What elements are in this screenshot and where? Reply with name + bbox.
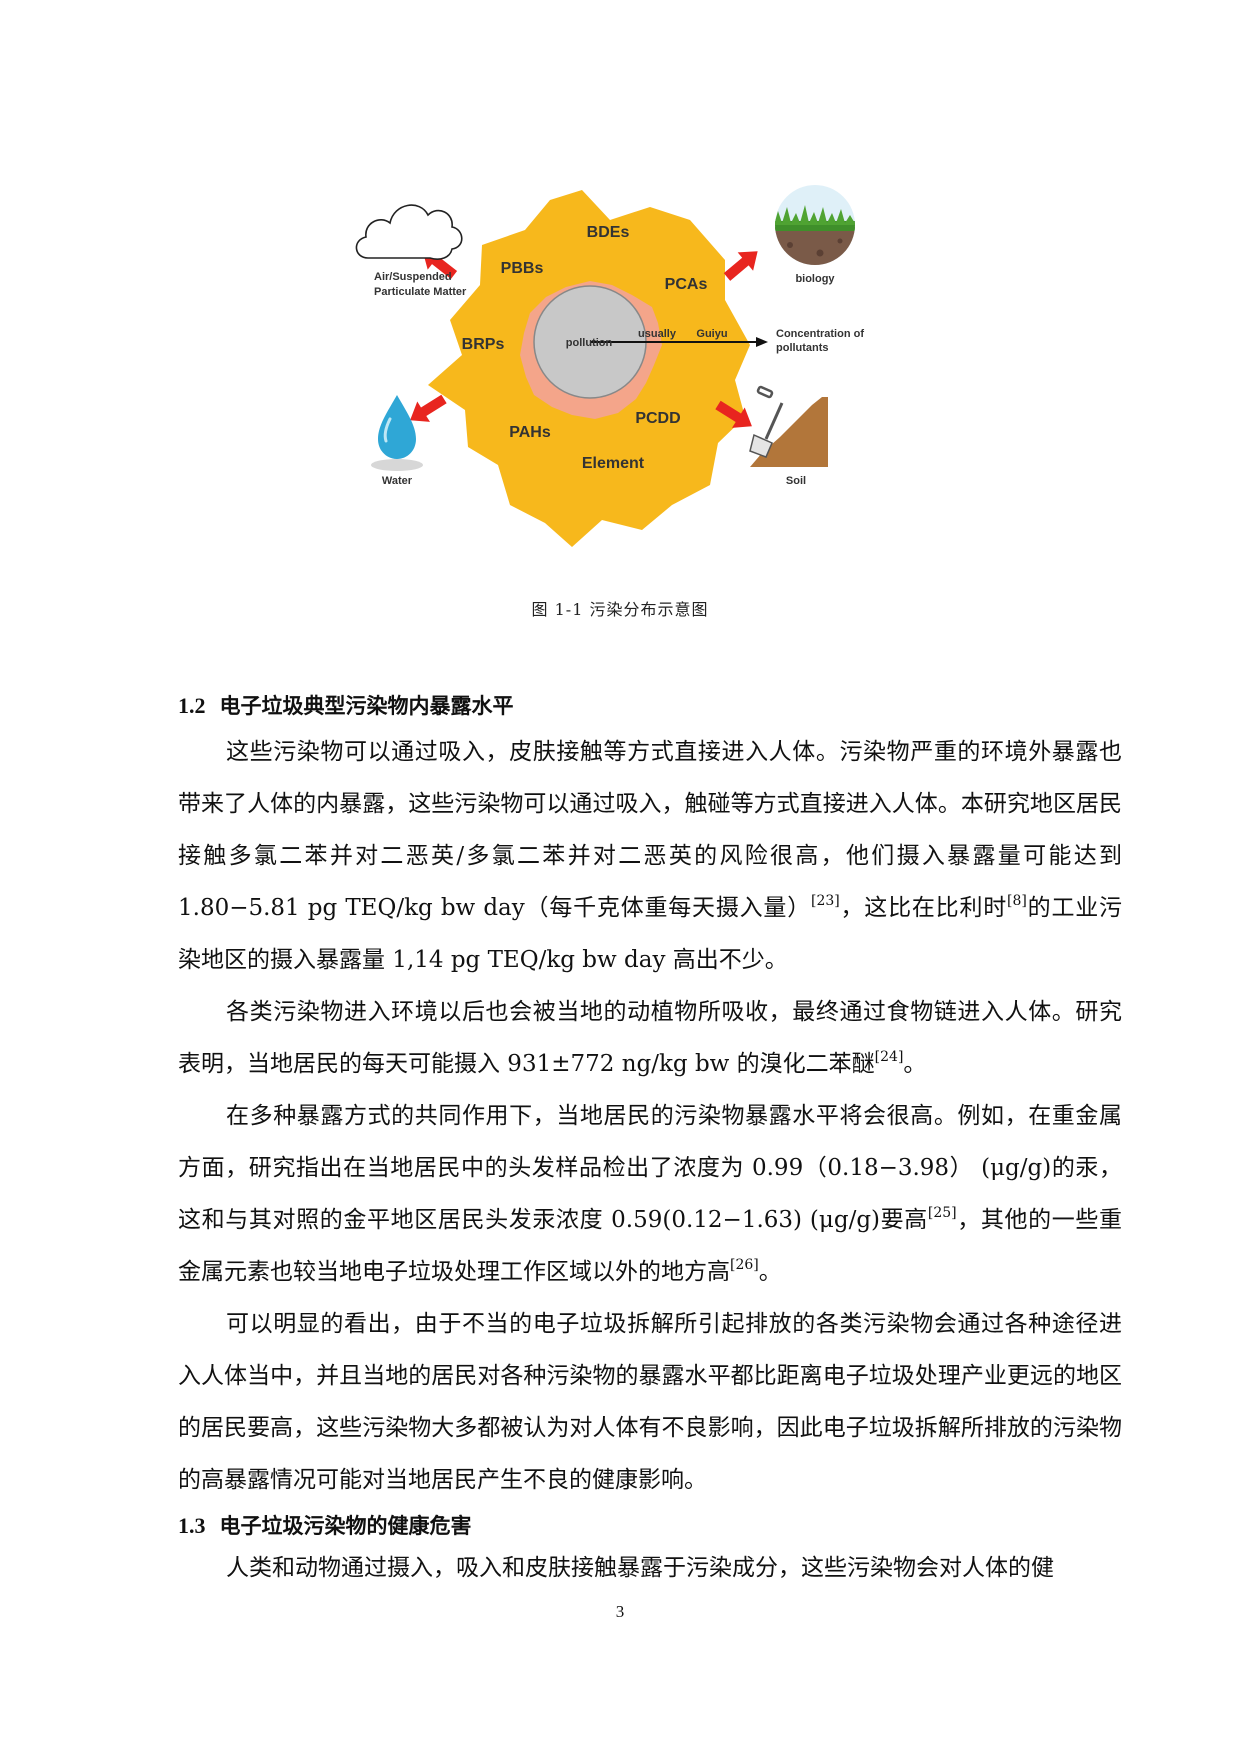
paragraph-text: 这些污染物可以通过吸入，皮肤接触等方式直接进入人体。污染物严重的环境外暴露也带来… bbox=[178, 739, 1122, 921]
label-concentration-1: Concentration of bbox=[776, 328, 864, 340]
section-1-2-heading: 1.2 电子垃圾典型污染物内暴露水平 bbox=[178, 690, 514, 720]
paragraph-text: 各类污染物进入环境以后也会被当地的动植物所吸收，最终通过食物链进入人体。研究表明… bbox=[178, 999, 1122, 1077]
paragraph-text: 。 bbox=[903, 1051, 927, 1077]
paragraph-text: ，这比在比利时 bbox=[839, 895, 1008, 921]
paragraph-3: 在多种暴露方式的共同作用下，当地居民的污染物暴露水平将会很高。例如，在重金属方面… bbox=[178, 1090, 1122, 1298]
arrow-to-biology-icon bbox=[723, 251, 758, 281]
citation: [23] bbox=[810, 893, 840, 909]
label-soil: Soil bbox=[786, 475, 806, 487]
paragraph-text: 的工业污染地区的摄入暴露量 1,14 pg TEQ/kg bw day 高出不少… bbox=[178, 895, 1123, 973]
section-title: 电子垃圾典型污染物内暴露水平 bbox=[219, 693, 514, 718]
citation: [25] bbox=[927, 1205, 957, 1221]
cloud-icon bbox=[355, 204, 463, 260]
label-air-1: Air/Suspended bbox=[374, 271, 452, 283]
pollution-distribution-figure: BDEs PBBs PCAs BRPs PAHs PCDD Element po… bbox=[350, 185, 970, 570]
citation: [26] bbox=[730, 1257, 759, 1273]
label-element: Element bbox=[582, 455, 645, 472]
label-bdes: BDEs bbox=[587, 224, 630, 241]
label-biology: biology bbox=[795, 273, 835, 285]
label-pcas: PCAs bbox=[665, 276, 708, 293]
label-pbbs: PBBs bbox=[501, 260, 544, 277]
label-guiyu: Guiyu bbox=[696, 328, 727, 340]
arrow-to-water-icon bbox=[410, 394, 447, 422]
paragraph-1: 这些污染物可以通过吸入，皮肤接触等方式直接进入人体。污染物严重的环境外暴露也带来… bbox=[178, 726, 1122, 986]
arrow-to-soil-icon bbox=[715, 400, 752, 428]
soil-shovel-icon bbox=[749, 385, 828, 467]
figure-svg: BDEs PBBs PCAs BRPs PAHs PCDD Element po… bbox=[355, 185, 864, 547]
paragraph-4: 可以明显的看出，由于不当的电子垃圾拆解所引起排放的各类污染物会通过各种途径进入人… bbox=[178, 1311, 1122, 1493]
water-drop-icon bbox=[371, 395, 423, 471]
section-title: 电子垃圾污染物的健康危害 bbox=[219, 1513, 472, 1538]
section-number: 1.2 bbox=[178, 693, 206, 718]
citation: [24] bbox=[874, 1049, 904, 1065]
label-air-2: Particulate Matter bbox=[374, 286, 467, 298]
paragraph-text: 在多种暴露方式的共同作用下，当地居民的污染物暴露水平将会很高。例如，在重金属方面… bbox=[178, 1103, 1122, 1233]
concentration-arrow-head bbox=[756, 337, 768, 347]
label-pahs: PAHs bbox=[509, 424, 551, 441]
biology-icon bbox=[775, 185, 855, 265]
paragraph-text: ，其他的一些重金属元素也较当地电子垃圾处理工作区域以外的地方高 bbox=[178, 1207, 1123, 1285]
figure-caption: 图 1-1 污染分布示意图 bbox=[531, 600, 709, 619]
page-number: 3 bbox=[615, 1602, 625, 1621]
label-pollution: pollution bbox=[566, 337, 613, 349]
label-brps: BRPs bbox=[462, 336, 505, 353]
label-pcdd: PCDD bbox=[635, 410, 680, 427]
section-1-3-heading: 1.3 电子垃圾污染物的健康危害 bbox=[178, 1510, 472, 1540]
label-water: Water bbox=[382, 475, 413, 487]
section-number: 1.3 bbox=[178, 1513, 206, 1538]
paragraph-5: 人类和动物通过摄入，吸入和皮肤接触暴露于污染成分，这些污染物会对人体的健 bbox=[226, 1555, 1054, 1581]
paragraph-2: 各类污染物进入环境以后也会被当地的动植物所吸收，最终通过食物链进入人体。研究表明… bbox=[178, 986, 1122, 1090]
paragraph-text: 。 bbox=[758, 1259, 782, 1285]
label-concentration-2: pollutants bbox=[776, 342, 829, 354]
label-usually: usually bbox=[638, 328, 677, 340]
citation: [8] bbox=[1007, 893, 1027, 909]
